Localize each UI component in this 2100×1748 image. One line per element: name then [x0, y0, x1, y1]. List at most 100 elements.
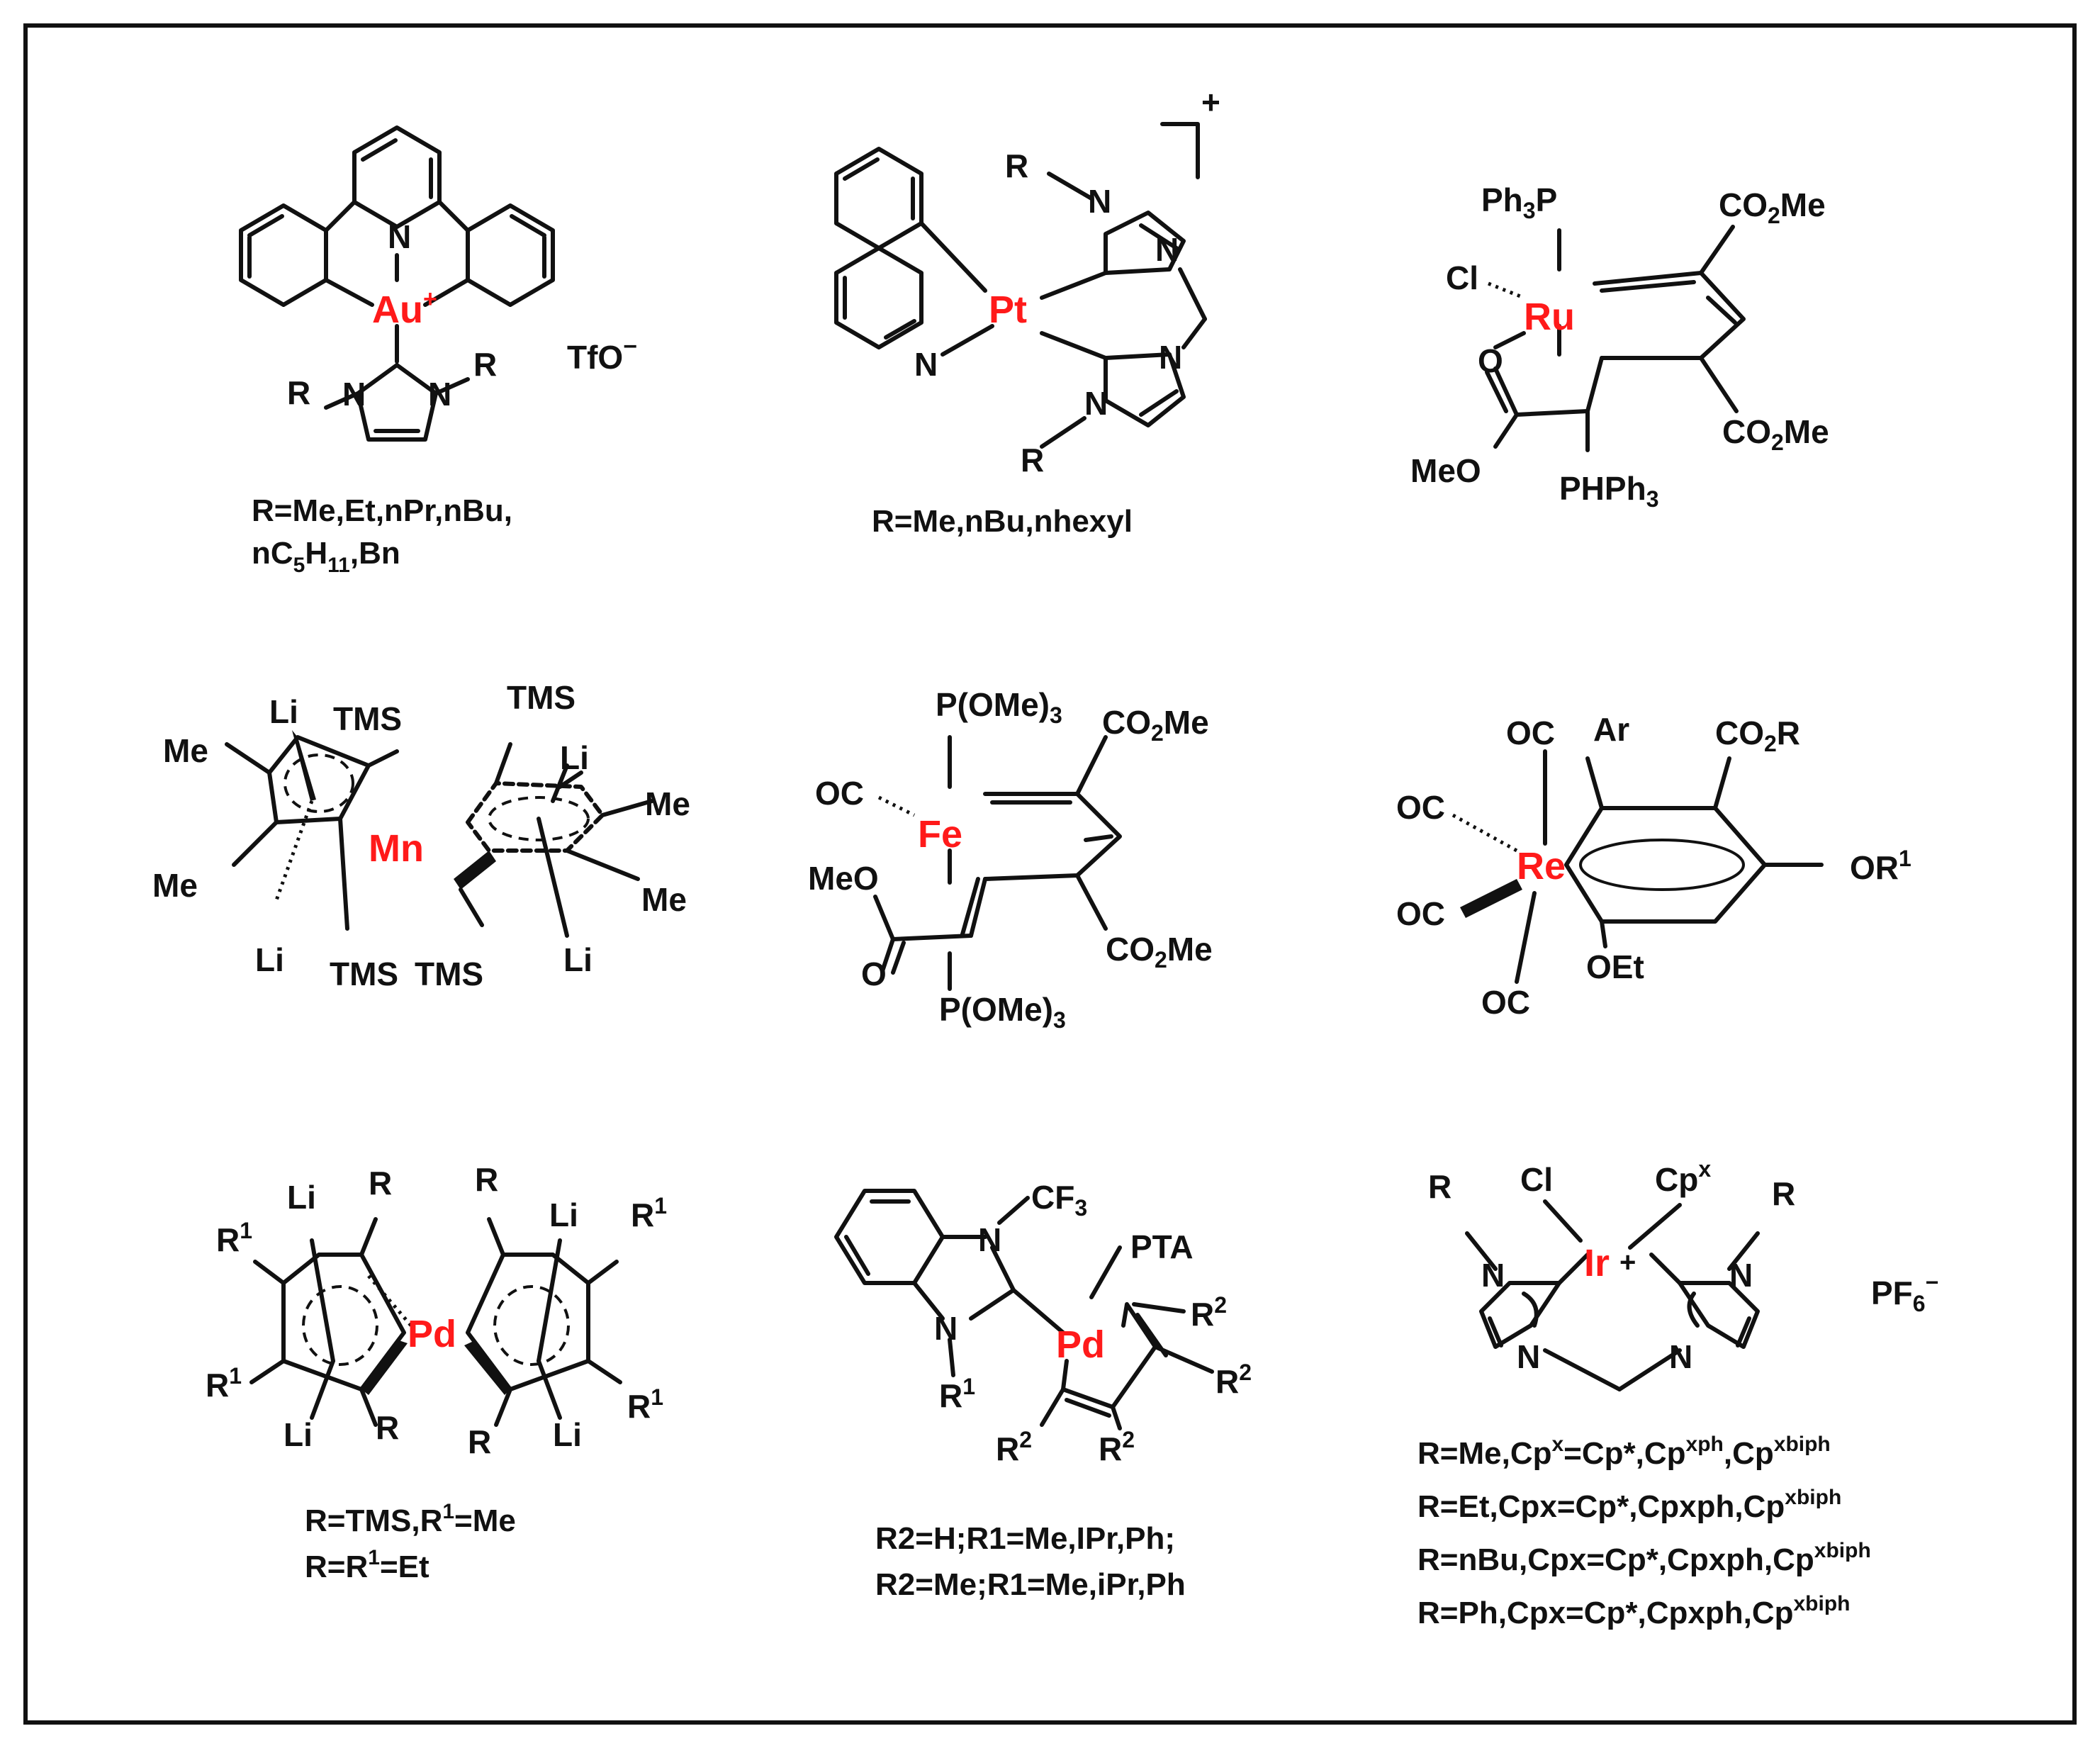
label-co2me-top: CO2Me [1719, 186, 1826, 228]
caption-pd-bis-line2: R=R1=Et [305, 1546, 429, 1584]
label-n-imid-3: N [1159, 339, 1182, 376]
label-oc-4: OC [1481, 984, 1530, 1021]
label-li-1: Li [287, 1179, 316, 1216]
complex-au: N N N R R Au+ TfO− R=Me,Et,nPr,nBu, nC5H… [239, 125, 637, 577]
label-meo: MeO [808, 860, 879, 897]
figure-frame [23, 23, 2077, 1725]
label-cl: Cl [1520, 1161, 1553, 1198]
label-r2-d: R2 [1099, 1427, 1135, 1467]
complex-pd-bis: Li R R Li R1 R1 R1 R1 Li R R Li Pd R=TMS… [206, 1161, 667, 1584]
label-r2-c: R2 [996, 1427, 1032, 1467]
label-n-pyridine: N [388, 218, 411, 255]
label-co2r: CO2R [1715, 715, 1800, 756]
caption-ir-line2: R=Et,Cpx=Cp*,Cpxph,Cpxbiph [1417, 1486, 1841, 1524]
metal-au: Au+ [372, 286, 437, 331]
caption-ir-line4: R=Ph,Cpx=Cp*,Cpxph,Cpxbiph [1417, 1592, 1851, 1630]
label-me-3: Me [645, 785, 690, 822]
label-tms-1: TMS [333, 700, 402, 737]
label-r2-a: R2 [1191, 1292, 1227, 1333]
complex-mn: Li TMS Me Me Li TMS Mn TMS Li Me Me TMS … [152, 679, 690, 992]
complex-pd-nhc: N N CF3 PTA R1 R2 R2 R2 R2 Pd R2=H;R1=Me… [834, 1179, 1252, 1602]
complex-ru: Ph3P Cl O MeO CO2Me CO2Me PHPh3 Ru [1410, 181, 1829, 512]
metal-fe: Fe [918, 813, 962, 856]
label-r-1: R [369, 1165, 392, 1201]
label-cpx: Cpx [1655, 1156, 1711, 1198]
label-li-3: Li [283, 1416, 313, 1453]
label-tms-2: TMS [330, 956, 398, 992]
label-r-1: R [287, 374, 310, 411]
label-co2me-top: CO2Me [1102, 704, 1209, 746]
metal-pd-2: Pd [1056, 1323, 1105, 1366]
label-n-1: N [978, 1221, 1001, 1258]
label-li-4: Li [563, 941, 593, 978]
label-li-4: Li [553, 1416, 582, 1453]
label-n-3: N [1729, 1257, 1753, 1294]
charge-plus: + [1201, 84, 1220, 121]
label-r-4: R [468, 1423, 491, 1460]
complex-fe: P(OMe)3 OC MeO O CO2Me CO2Me P(OMe)3 Fe [808, 686, 1213, 1033]
metal-ru: Ru [1524, 296, 1575, 338]
label-n-2: N [934, 1310, 958, 1347]
label-li-1: Li [269, 693, 298, 730]
metal-re: Re [1517, 845, 1566, 887]
complex-re: OC Ar CO2R OC OC OR1 OEt OC Re [1396, 711, 1911, 1021]
metal-ir: Ir+ [1584, 1242, 1636, 1284]
label-n-imid-1: N [1088, 183, 1111, 220]
label-n-2: N [1517, 1338, 1540, 1375]
label-ar: Ar [1593, 711, 1629, 748]
label-oc: OC [815, 775, 864, 812]
complex-pt: N Pt N N R N N R + R=Me,nBu,nhexyl [834, 84, 1220, 539]
caption-ir-line1: R=Me,Cpx=Cp*,Cpxph,Cpxbiph [1417, 1433, 1831, 1471]
caption-ir-line3: R=nBu,Cpx=Cp*,Cpxph,Cpxbiph [1417, 1539, 1871, 1577]
label-r-top: R [1005, 147, 1028, 184]
label-li-2: Li [549, 1197, 578, 1233]
label-phph3: PHPh3 [1559, 470, 1658, 512]
label-n-4: N [1669, 1338, 1692, 1375]
label-me-2: Me [152, 867, 198, 904]
label-pta: PTA [1130, 1228, 1194, 1265]
label-n-imid-4: N [1084, 385, 1108, 422]
label-r-bottom: R [1021, 442, 1044, 478]
label-r-2: R [473, 346, 497, 383]
metal-pd-1: Pd [408, 1313, 456, 1355]
label-n-imid-1: N [342, 376, 366, 413]
caption-au-line2: nC5H11,Bn [252, 536, 400, 577]
complex-ir: R Cl Cpx R N N N N Ir+ PF6− R=Me,Cpx=Cp*… [1417, 1156, 1938, 1630]
label-o: O [1478, 342, 1503, 379]
label-oc-2: OC [1396, 789, 1445, 826]
label-cf3: CF3 [1031, 1179, 1087, 1221]
caption-au-line1: R=Me,Et,nPr,nBu, [252, 493, 512, 528]
label-cl: Cl [1446, 259, 1478, 296]
caption-pd-nhc-line1: R2=H;R1=Me,IPr,Ph; [875, 1521, 1175, 1556]
label-r1-a: R1 [216, 1218, 252, 1258]
label-pome3-top: P(OMe)3 [936, 686, 1062, 728]
label-me-1: Me [163, 732, 208, 769]
label-r1-d: R1 [627, 1384, 663, 1425]
label-r-3: R [376, 1409, 399, 1446]
label-li-2: Li [255, 941, 284, 978]
metal-mn: Mn [369, 827, 424, 870]
label-o: O [861, 956, 887, 992]
label-meo: MeO [1410, 452, 1481, 489]
label-ph3p: Ph3P [1481, 181, 1557, 223]
caption-pd-nhc-line2: R2=Me;R1=Me,iPr,Ph [875, 1567, 1186, 1602]
label-or1: OR1 [1850, 846, 1911, 886]
label-n-imid-2: N [1155, 231, 1179, 268]
label-r1-b: R1 [631, 1193, 667, 1233]
label-oc-3: OC [1396, 895, 1445, 932]
label-r-1: R [1428, 1168, 1452, 1205]
counter-ion-tfo: TfO− [567, 333, 637, 376]
label-r2-b: R2 [1215, 1360, 1252, 1400]
caption-pt: R=Me,nBu,nhexyl [872, 504, 1133, 539]
label-r1-c: R1 [206, 1363, 242, 1404]
label-oc-1: OC [1506, 715, 1555, 751]
label-tms-3: TMS [507, 679, 575, 716]
metal-pt: Pt [989, 288, 1027, 331]
label-n-imid-2: N [428, 376, 451, 413]
label-co2me-bottom: CO2Me [1722, 413, 1829, 455]
label-r-2: R [1772, 1175, 1795, 1212]
caption-pd-bis-line1: R=TMS,R1=Me [305, 1500, 516, 1538]
label-n-1: N [1481, 1257, 1505, 1294]
